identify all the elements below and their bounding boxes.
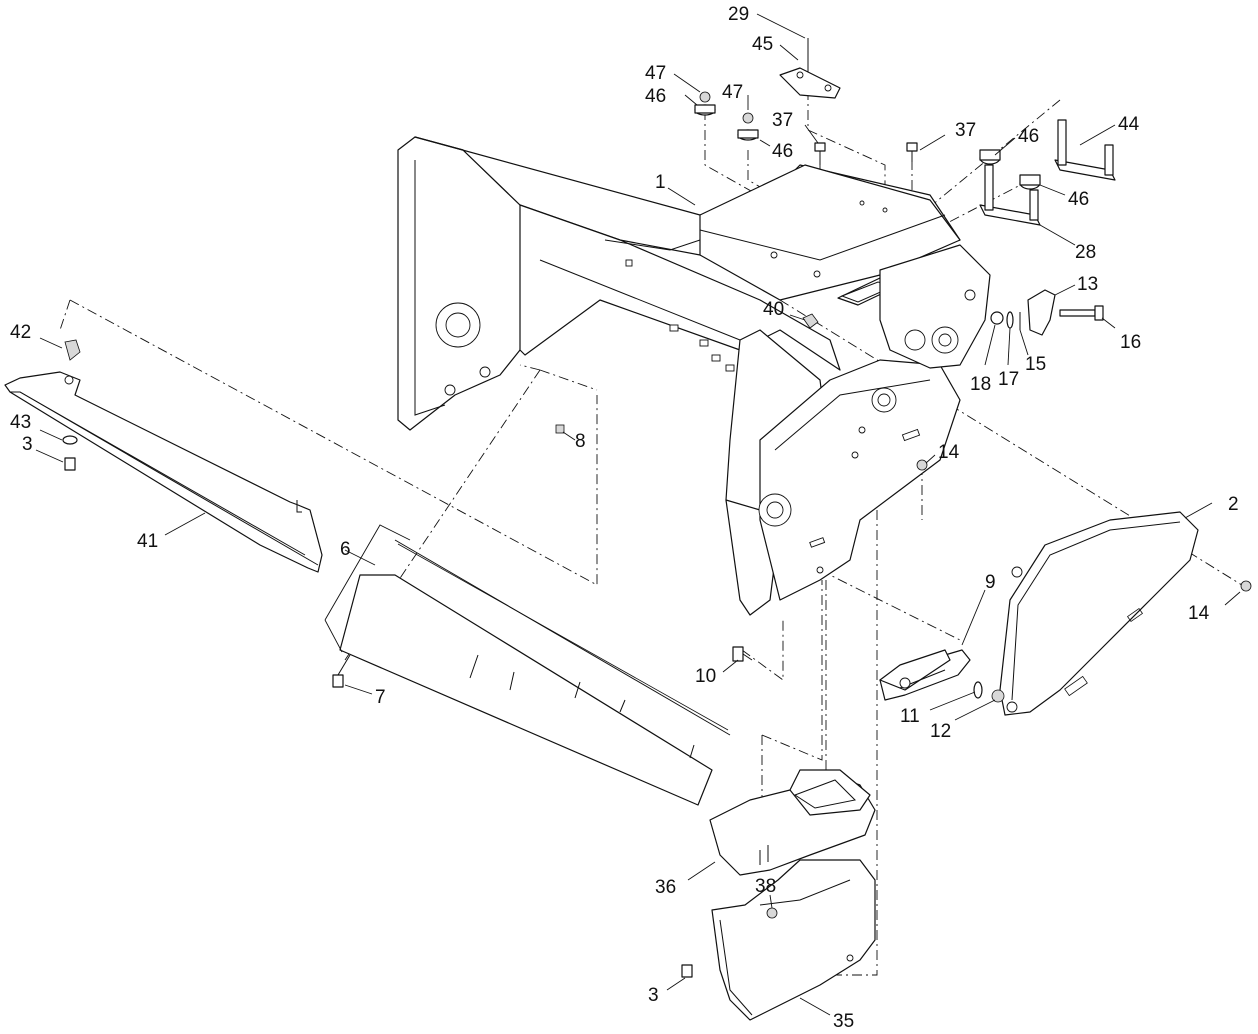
callout-7: 7 (375, 687, 386, 708)
callout-46: 46 (645, 86, 666, 107)
callout-6: 6 (340, 539, 351, 560)
callout-38: 38 (755, 876, 776, 897)
callout-45: 45 (752, 34, 773, 55)
callout-41: 41 (137, 531, 158, 552)
callout-47: 47 (722, 82, 743, 103)
callout-11: 11 (900, 706, 920, 727)
callout-1: 1 (655, 172, 666, 193)
main-housing (397, 136, 991, 616)
callout-14: 14 (938, 442, 960, 463)
callout-37: 37 (772, 110, 793, 131)
callout-18: 18 (970, 374, 991, 395)
callout-46: 46 (1018, 126, 1039, 147)
lower-deflector (711, 859, 876, 1021)
chute-base (709, 769, 876, 876)
callout-14: 14 (1188, 603, 1210, 624)
callout-44: 44 (1118, 114, 1140, 135)
callout-labels: 29 45 47 46 47 37 37 46 44 46 46 1 28 13… (10, 4, 1239, 1032)
scraper-bar (4, 371, 323, 573)
side-cover (999, 511, 1199, 716)
callout-37: 37 (955, 120, 976, 141)
shave-plate (324, 524, 731, 806)
callout-40: 40 (763, 299, 784, 320)
callout-17: 17 (998, 369, 1019, 390)
skid-shoe (879, 649, 971, 701)
link-plate (779, 38, 841, 99)
callout-29: 29 (728, 4, 749, 25)
callout-43: 43 (10, 412, 31, 433)
callout-16: 16 (1120, 332, 1141, 353)
callout-9: 9 (985, 572, 996, 593)
hardware (62, 91, 1252, 978)
upper-bracket (1054, 119, 1116, 181)
callout-35: 35 (833, 1011, 854, 1032)
callout-46: 46 (1068, 189, 1089, 210)
callout-13: 13 (1077, 274, 1098, 295)
callout-47: 47 (645, 63, 666, 84)
lower-bracket (979, 164, 1041, 226)
callout-28: 28 (1075, 242, 1096, 263)
callout-2: 2 (1228, 494, 1239, 515)
callout-42: 42 (10, 322, 31, 343)
callout-3: 3 (22, 434, 33, 455)
leader-lines (35, 13, 1241, 1016)
callout-15: 15 (1025, 354, 1046, 375)
callout-12: 12 (930, 721, 951, 742)
callout-3: 3 (648, 985, 659, 1006)
callout-46: 46 (772, 141, 793, 162)
callout-36: 36 (655, 877, 676, 898)
callout-10: 10 (695, 666, 716, 687)
callout-8: 8 (575, 431, 586, 452)
